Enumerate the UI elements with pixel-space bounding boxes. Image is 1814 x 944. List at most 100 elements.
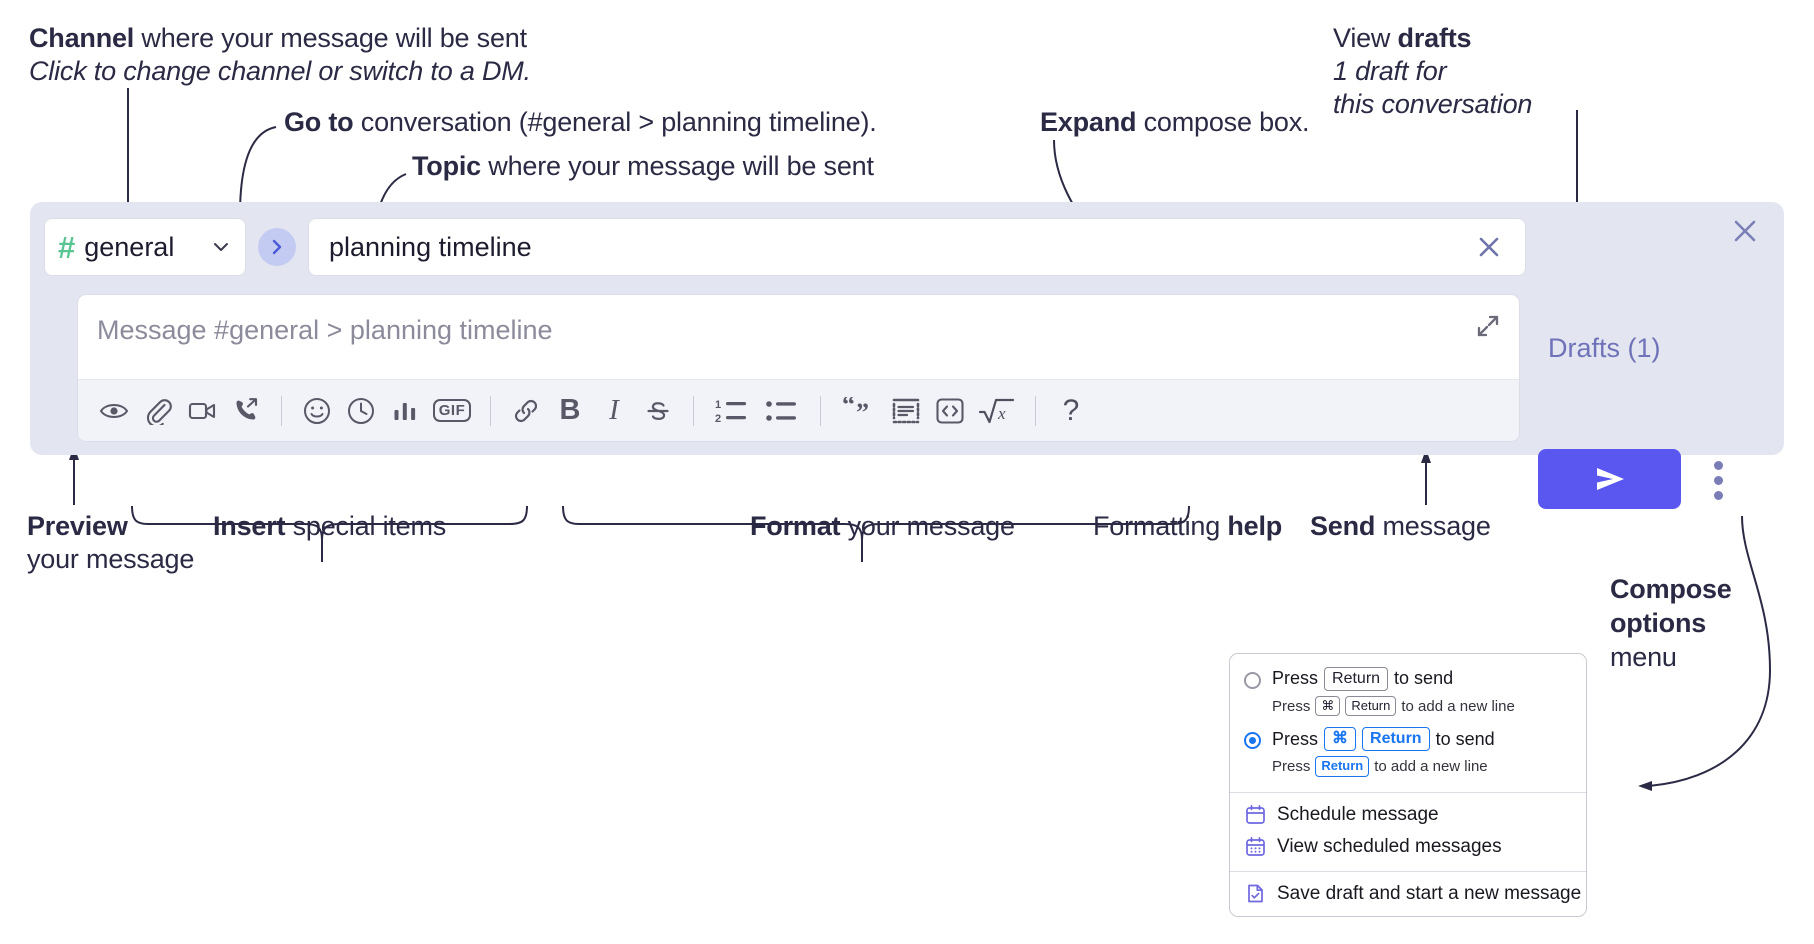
menu-item-label: Schedule message bbox=[1277, 803, 1439, 825]
annotation-topic-rest: where your message will be sent bbox=[481, 151, 874, 181]
gif-icon[interactable]: GIF bbox=[427, 389, 477, 433]
compose-panel: # general Message #general > planning ti… bbox=[30, 202, 1784, 455]
menu-divider bbox=[1230, 791, 1586, 793]
key-return: Return bbox=[1315, 756, 1370, 777]
channel-selector[interactable]: # general bbox=[44, 218, 246, 276]
ordered-list-icon[interactable]: 1 2 bbox=[707, 389, 757, 433]
calendar-grid-icon bbox=[1244, 836, 1266, 858]
send-message-button[interactable] bbox=[1538, 449, 1681, 509]
svg-text:x: x bbox=[997, 404, 1006, 423]
annotation-send-bold: Send bbox=[1310, 511, 1376, 541]
annotation-goto-bold: Go to bbox=[284, 107, 354, 137]
inline-code-icon[interactable] bbox=[928, 389, 972, 433]
annotation-topic: Topic where your message will be sent bbox=[412, 150, 874, 183]
menu-item-save-draft[interactable]: Save draft and start a new message bbox=[1230, 878, 1586, 910]
bulleted-list-icon[interactable] bbox=[757, 389, 807, 433]
annotation-goto: Go to conversation (#general > planning … bbox=[284, 106, 877, 139]
menu-item-label: View scheduled messages bbox=[1277, 835, 1502, 857]
radio-return-to-send[interactable] bbox=[1244, 672, 1261, 689]
svg-text:2: 2 bbox=[715, 413, 721, 425]
annotation-drafts-sub1: 1 draft for bbox=[1333, 55, 1447, 86]
radio-command-return-to-send[interactable] bbox=[1244, 732, 1261, 750]
menu-divider bbox=[1230, 870, 1586, 872]
annotation-help-lead: Formatting bbox=[1093, 511, 1228, 541]
goto-conversation-button[interactable] bbox=[258, 228, 296, 266]
toolbar-divider bbox=[490, 395, 491, 426]
clock-icon[interactable] bbox=[339, 389, 383, 433]
annotation-send-rest: message bbox=[1375, 511, 1491, 541]
help-label: ? bbox=[1062, 393, 1080, 427]
menu-item-schedule-message[interactable]: Schedule message bbox=[1230, 799, 1586, 831]
topic-field[interactable] bbox=[308, 218, 1526, 276]
bold-label: B bbox=[559, 394, 581, 426]
annotation-insert-rest: special items bbox=[285, 511, 447, 541]
math-sqrt-icon[interactable]: x bbox=[972, 389, 1022, 433]
calendar-schedule-icon bbox=[1244, 804, 1266, 826]
annotation-expand-rest: compose box. bbox=[1136, 107, 1310, 137]
strikethrough-icon[interactable] bbox=[636, 389, 680, 433]
annotation-send: Send message bbox=[1310, 510, 1491, 543]
annotation-channel-sub: Click to change channel or switch to a D… bbox=[29, 55, 531, 86]
key-return: Return bbox=[1324, 667, 1389, 691]
message-compose-box[interactable]: Message #general > planning timeline bbox=[77, 294, 1520, 442]
annotation-help-bold: help bbox=[1227, 511, 1283, 541]
opt1-sub-post: to add a new line bbox=[1401, 697, 1515, 715]
blockquote-icon[interactable]: “ ” bbox=[834, 389, 884, 433]
opt1-post: to send bbox=[1394, 668, 1454, 689]
svg-text:“: “ bbox=[842, 397, 855, 419]
annotation-compose-options-bold2: options bbox=[1610, 607, 1707, 638]
annotation-insert: Insert special items bbox=[213, 510, 446, 543]
annotation-channel-bold: Channel bbox=[29, 23, 135, 53]
compose-options-button[interactable] bbox=[1700, 455, 1736, 505]
help-question-icon[interactable]: ? bbox=[1049, 389, 1093, 433]
video-camera-icon[interactable] bbox=[180, 389, 224, 433]
annotation-expand-bold: Expand bbox=[1040, 107, 1137, 137]
clear-topic-icon[interactable] bbox=[1471, 229, 1507, 265]
expand-diagonal-icon[interactable] bbox=[1471, 309, 1505, 343]
hash-channel-icon: # bbox=[58, 229, 76, 265]
preview-eye-icon[interactable] bbox=[92, 389, 136, 433]
annotation-preview-sub: your message bbox=[27, 543, 195, 574]
channel-name-label: general bbox=[84, 231, 175, 262]
code-block-icon[interactable] bbox=[884, 389, 928, 433]
opt1-pre: Press bbox=[1272, 668, 1319, 689]
opt2-post: to send bbox=[1435, 728, 1495, 749]
bold-icon[interactable]: B bbox=[548, 389, 592, 433]
annotation-format: Format your message bbox=[750, 510, 1015, 543]
key-command: ⌘ bbox=[1315, 696, 1341, 717]
emoji-smiley-icon[interactable] bbox=[295, 389, 339, 433]
key-return: Return bbox=[1345, 696, 1397, 717]
annotation-channel-rest: where your message will be sent bbox=[134, 23, 527, 53]
drafts-link[interactable]: Drafts (1) bbox=[1548, 333, 1661, 363]
attachment-paperclip-icon[interactable] bbox=[136, 389, 180, 433]
toolbar-divider bbox=[693, 395, 694, 426]
message-placeholder: Message #general > planning timeline bbox=[97, 315, 553, 345]
annotation-format-rest: your message bbox=[840, 511, 1015, 541]
toolbar-divider bbox=[820, 395, 821, 426]
bar-chart-icon[interactable] bbox=[383, 389, 427, 433]
annotation-format-bold: Format bbox=[750, 511, 841, 541]
annotation-expand: Expand compose box. bbox=[1040, 106, 1310, 139]
chevron-down-icon bbox=[210, 236, 232, 258]
close-icon[interactable] bbox=[1728, 214, 1762, 248]
italic-icon[interactable]: I bbox=[592, 389, 636, 433]
opt2-sub-post: to add a new line bbox=[1374, 757, 1488, 775]
italic-label: I bbox=[609, 394, 619, 426]
menu-item-view-scheduled-messages[interactable]: View scheduled messages bbox=[1230, 831, 1586, 863]
annotation-insert-bold: Insert bbox=[213, 511, 286, 541]
annotation-goto-rest: conversation (#general > planning timeli… bbox=[353, 107, 877, 137]
gif-label: GIF bbox=[432, 399, 472, 422]
annotation-compose-options-bold1: Compose bbox=[1610, 574, 1732, 604]
compose-options-menu: Press Return to send Press ⌘ Return to a… bbox=[1229, 653, 1587, 917]
send-paper-plane-icon bbox=[1596, 468, 1624, 490]
send-option-2[interactable]: Press ⌘ Return to send Press Return to a… bbox=[1230, 723, 1586, 783]
link-icon[interactable] bbox=[504, 389, 548, 433]
annotation-preview-bold: Preview bbox=[27, 511, 128, 541]
opt2-pre: Press bbox=[1272, 728, 1319, 749]
phone-forward-icon[interactable] bbox=[224, 389, 268, 433]
annotation-drafts-lead: View bbox=[1333, 23, 1398, 53]
conversation-selector-row: # general bbox=[44, 218, 1526, 276]
send-option-1[interactable]: Press Return to send Press ⌘ Return to a… bbox=[1230, 663, 1586, 723]
topic-input[interactable] bbox=[327, 230, 1471, 264]
annotation-drafts-bold: drafts bbox=[1397, 23, 1472, 53]
